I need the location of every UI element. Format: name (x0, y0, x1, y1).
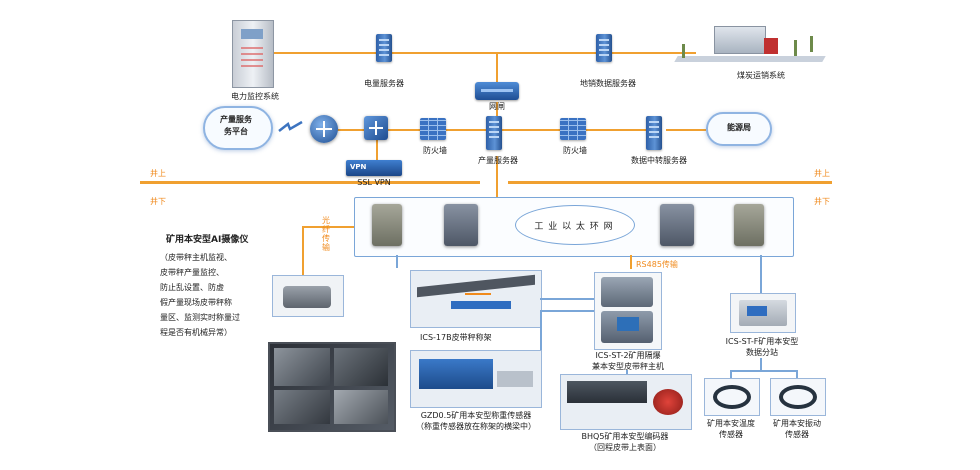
fiber-link-down (302, 226, 304, 276)
link-sensors-h (730, 370, 796, 372)
substation-label-2: 数据分站 (746, 348, 778, 357)
zone-left-up: 井上 (150, 169, 166, 178)
energy-bureau-cloud-icon (706, 112, 772, 146)
scale-frame-image (410, 270, 542, 328)
weighing-sensor-image (410, 350, 542, 408)
firewall-right-label: 防火墙 (563, 146, 587, 155)
camera-desc-line-5: 量区、监测实时称量过 (160, 313, 240, 322)
production-server-label: 产量服务器 (478, 156, 518, 165)
encoder-image (560, 374, 692, 430)
link-ring-to-substation (760, 255, 762, 295)
rs485-link (630, 255, 632, 269)
firewall-left-label: 防火墙 (423, 146, 447, 155)
ai-camera-image (272, 275, 344, 317)
firewall-left-icon (420, 118, 446, 140)
data-relay-server-icon (646, 116, 662, 150)
encoder-label-1: BHQ5矿用本安型编码器 (581, 432, 669, 441)
camera-desc-line-4: 假产量现场皮带秤称 (160, 298, 232, 307)
link-ring-to-host (396, 255, 398, 268)
energy-bureau-label: 能源局 (727, 123, 751, 132)
weighing-sensor-label-2: （称重传感器放在称架的横梁中） (416, 422, 536, 431)
gateway-label: 网闸 (489, 102, 505, 111)
host-label-2: 兼本安型皮带秤主机 (592, 362, 664, 371)
power-server-label: 电量服务器 (364, 79, 404, 88)
fiber-label: 光纤传输 (322, 216, 330, 252)
ground-sales-server-label: 地销数据服务器 (580, 79, 636, 88)
link-server-bus (388, 52, 610, 54)
link-frame-to-host (540, 298, 594, 300)
encoder-label-2: （回程皮带上表面） (589, 443, 661, 452)
fiber-link (302, 226, 354, 228)
camera-title: 矿用本安型AI摄像仪 (166, 235, 249, 245)
vib-sensor-label-1: 矿用本安振动 (773, 419, 821, 428)
camera-monitor-image (268, 342, 396, 432)
power-cabinet-icon (232, 20, 274, 88)
production-server-icon (486, 116, 502, 150)
industrial-ring-label: 工 业 以 太 环 网 (534, 222, 614, 232)
link-host-to-sensor-h (540, 310, 594, 312)
router-icon (310, 115, 338, 143)
temp-sensor-label-2: 传感器 (719, 430, 743, 439)
ring-switch-4-icon (734, 204, 764, 246)
cloud-platform-label-1: 产量服务 (220, 115, 252, 124)
link-bus-to-coal (610, 52, 696, 54)
industrial-ring-oval (515, 205, 635, 245)
cloud-platform-icon (203, 106, 273, 150)
camera-desc-line-1: （皮带秤主机监视、 (160, 253, 232, 262)
host-label-1: ICS-ST-2矿用隔爆 (595, 351, 661, 360)
belt-scale-host-image (594, 272, 662, 350)
switch-icon (364, 116, 388, 140)
scale-frame-label: ICS-17B皮带秤称架 (420, 333, 492, 342)
link-vpn-to-switch (376, 140, 378, 164)
coal-transport-icon (674, 22, 826, 68)
gateway-icon (475, 82, 519, 100)
substation-label-1: ICS-ST-F矿用本安型 (725, 337, 799, 346)
data-substation-image (730, 293, 796, 333)
power-monitor-label: 电力监控系统 (231, 92, 279, 101)
vib-sensor-label-2: 传感器 (785, 430, 809, 439)
power-server-icon (376, 34, 392, 62)
vpn-badge: VPN (350, 163, 367, 171)
zone-left-down: 井下 (150, 197, 166, 206)
ring-switch-1-icon (372, 204, 402, 246)
rs485-label: RS485传输 (636, 260, 678, 269)
camera-desc-line-6: 程是否有机械异常） (160, 328, 232, 337)
link-prod-down (496, 156, 498, 198)
zone-divider-right (508, 181, 832, 184)
link-vib (796, 370, 798, 378)
link-temp (730, 370, 732, 378)
link-host-to-encoder (626, 370, 628, 374)
zone-divider-left (140, 181, 480, 184)
data-relay-server-label: 数据中转服务器 (631, 156, 687, 165)
camera-desc-line-2: 皮带秤产量监控、 (160, 268, 224, 277)
coal-transport-label: 煤炭运销系统 (737, 71, 785, 80)
cloud-platform-label-2: 务平台 (224, 127, 248, 136)
link-substation-down (760, 358, 762, 370)
zone-right-up: 井上 (814, 169, 830, 178)
camera-desc-line-3: 防止乱设置、防虚 (160, 283, 224, 292)
zone-right-down: 井下 (814, 197, 830, 206)
vpn-device-icon: VPN (346, 160, 402, 176)
ssl-vpn-label: SSL VPN (357, 178, 391, 187)
link-host-to-sensor (540, 310, 542, 378)
temp-sensor-label-1: 矿用本安温度 (707, 419, 755, 428)
link-power-to-power-server (266, 52, 388, 54)
camera-description: （皮带秤主机监视、 皮带秤产量监控、 防止乱设置、防虚 假产量现场皮带秤称 量区… (160, 250, 270, 340)
link-gateway-to-prod (496, 102, 498, 116)
vibration-sensor-image (770, 378, 826, 416)
link-bus-to-gateway (496, 52, 498, 86)
temperature-sensor-image (704, 378, 760, 416)
ring-switch-3-icon (660, 204, 694, 246)
link-relay-to-energy (666, 129, 706, 131)
ring-switch-2-icon (444, 204, 478, 246)
firewall-right-icon (560, 118, 586, 140)
wireless-link-icon (278, 120, 303, 132)
weighing-sensor-label-1: GZD0.5矿用本安型称重传感器 (420, 411, 532, 420)
ground-sales-server-icon (596, 34, 612, 62)
